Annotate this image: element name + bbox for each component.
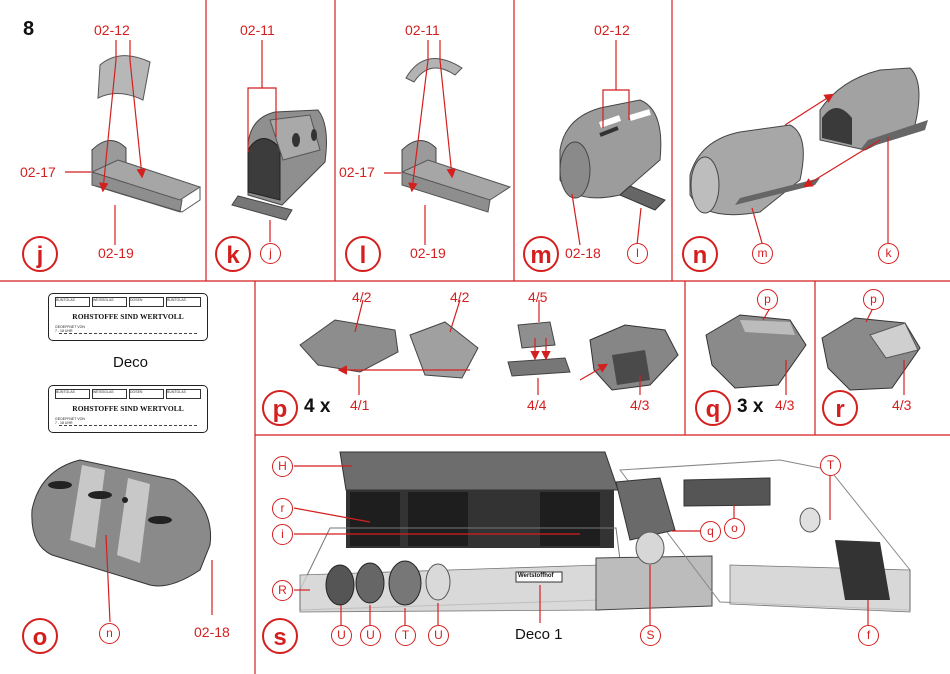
deco-cell: BUNTGLAS [166,389,201,399]
deco-edge [59,425,197,429]
label-m-02-12: 02-12 [594,22,630,38]
step-p-badge: p [262,390,298,426]
step-o-drawing [31,459,212,587]
label-p-4-2-b: 4/2 [450,289,470,305]
step-m-badge: m [523,236,559,272]
step-q-badge: q [695,390,731,426]
step-r-badge: r [822,390,858,426]
step-k-drawing [231,109,327,221]
label-o-02-18: 02-18 [194,624,230,640]
deco-card-bottom: BUNTGLAS WEISSGLAS DOSEN BUNTGLAS ROHSTO… [48,385,208,433]
step-p-drawing [299,319,679,391]
callout-s-U-3: U [428,625,449,646]
label-j-02-12: 02-12 [94,22,130,38]
label-j-02-19: 02-19 [98,245,134,261]
step-o-ref-n: n [99,623,120,644]
step-q-ref-p: p [757,289,778,310]
label-l-02-11: 02-11 [405,22,440,38]
deco-cell: BUNTGLAS [55,389,90,399]
deco-slogan: ROHSTOFFE SIND WERTVOLL [72,312,184,321]
sign-text: Wertstoffhof [518,573,554,579]
deco-edge [59,333,197,337]
step-q-count: 3 x [737,396,764,417]
deco-hours: GEOEFFNET VON 7 - 18 UHR [55,325,85,333]
label-p-4-4: 4/4 [527,397,547,413]
label-k-02-11: 02-11 [240,22,275,38]
deco-cell: BUNTGLAS [166,297,201,307]
label-p-4-3: 4/3 [630,397,650,413]
step-n-ref-m: m [752,243,773,264]
step-r-drawing [821,317,921,391]
callout-s-S: S [640,625,661,646]
page-number: 8 [23,18,35,40]
label-p-4-5: 4/5 [528,289,548,305]
step-n-ref-k: k [878,243,899,264]
deco-1-label: Deco 1 [515,626,563,643]
step-q-drawing [705,314,807,389]
deco-cell: WEISSGLAS [92,297,127,307]
label-p-4-2-a: 4/2 [352,289,372,305]
callout-s-T-top: T [820,455,841,476]
step-j-badge: j [22,236,58,272]
label-q-4-3: 4/3 [775,397,795,413]
label-p-4-1: 4/1 [350,397,370,413]
callout-s-U-2: U [360,625,381,646]
deco-slogan: ROHSTOFFE SIND WERTVOLL [72,404,184,413]
callout-s-r: r [272,498,293,519]
step-m-ref-l: l [627,243,648,264]
deco-cell: DOSEN [129,389,164,399]
callout-s-U-1: U [331,625,352,646]
label-j-02-17: 02-17 [20,164,56,180]
deco-cell: DOSEN [129,297,164,307]
deco-cell: WEISSGLAS [92,389,127,399]
callout-s-f: f [858,625,879,646]
step-s-drawing [299,451,911,613]
deco-cells: BUNTGLAS WEISSGLAS DOSEN BUNTGLAS [55,297,201,307]
label-m-02-18: 02-18 [565,245,601,261]
leader-lines [65,40,905,625]
callout-s-o: o [724,518,745,539]
step-s-badge: s [262,618,298,654]
deco-cell: BUNTGLAS [55,297,90,307]
deco-hours: GEOEFFNET VON 7 - 18 UHR [55,417,85,425]
step-o-badge: o [22,618,58,654]
deco-card-top: BUNTGLAS WEISSGLAS DOSEN BUNTGLAS ROHSTO… [48,293,208,341]
step-k-badge: k [215,236,251,272]
step-j-drawing [90,55,202,213]
step-l-drawing [400,58,512,213]
label-r-4-3: 4/3 [892,397,912,413]
callout-s-H: H [272,456,293,477]
step-k-ref-j: j [260,243,281,264]
deco-cells: BUNTGLAS WEISSGLAS DOSEN BUNTGLAS [55,389,201,399]
deco-label: Deco [113,354,149,371]
callout-s-q: q [700,521,721,542]
step-n-badge: n [682,236,718,272]
step-m-drawing [559,99,666,211]
callout-s-R: R [272,580,293,601]
label-l-02-19: 02-19 [410,245,446,261]
step-n-drawing [689,67,928,216]
callout-s-T: T [395,625,416,646]
label-l-02-17: 02-17 [339,164,375,180]
step-p-count: 4 x [304,396,331,417]
step-r-ref-p: p [863,289,884,310]
step-l-badge: l [345,236,381,272]
callout-s-i: i [272,524,293,545]
